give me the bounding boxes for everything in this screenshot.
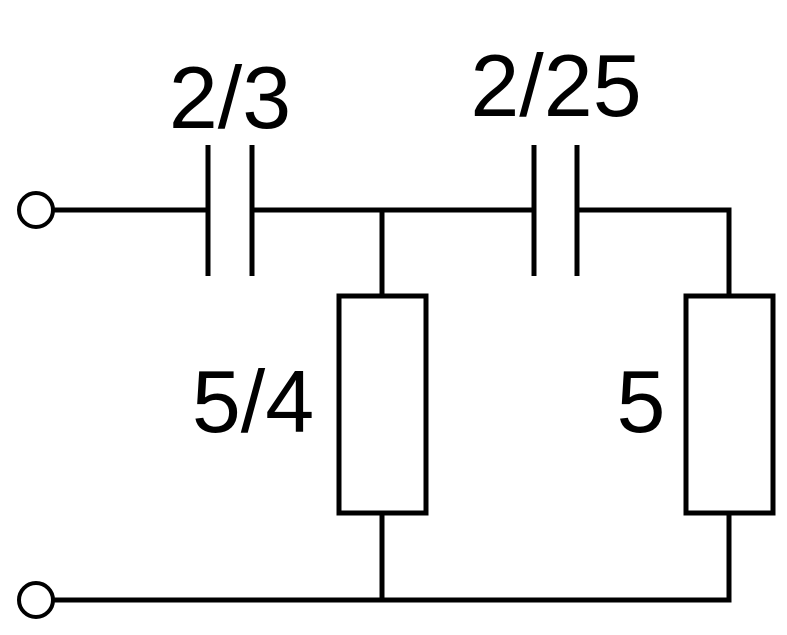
resistor-1-label: 5/4 bbox=[192, 352, 314, 451]
capacitor-2-label: 2/25 bbox=[470, 36, 641, 135]
resistor-2-label: 5 bbox=[617, 352, 666, 451]
capacitor-1 bbox=[205, 145, 255, 276]
resistor-1 bbox=[336, 293, 429, 516]
input-terminal-bottom bbox=[17, 581, 55, 619]
resistor-2 bbox=[683, 293, 776, 516]
input-terminal-top bbox=[17, 191, 55, 229]
capacitor-2 bbox=[531, 145, 580, 276]
capacitor-1-label: 2/3 bbox=[169, 48, 291, 147]
